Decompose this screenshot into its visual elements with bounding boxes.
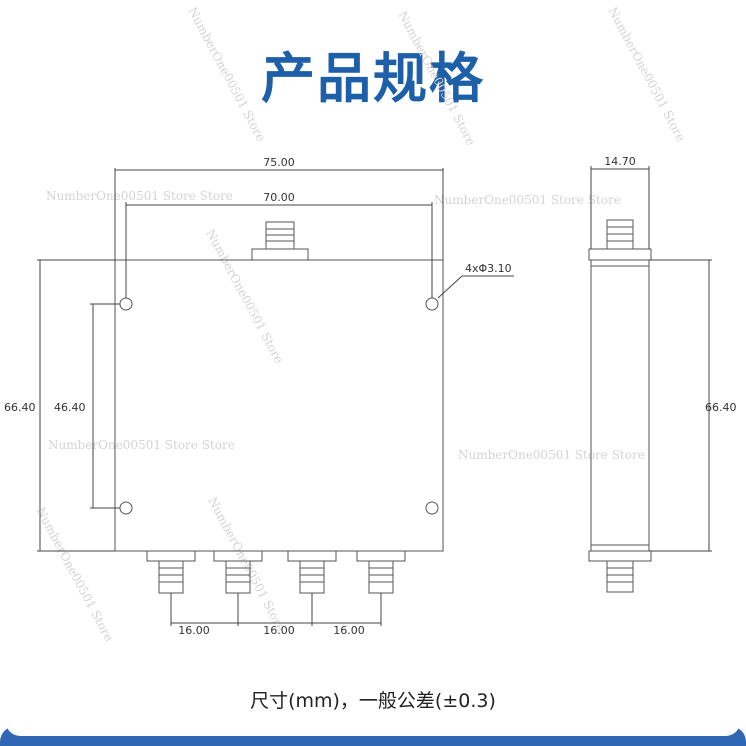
watermark-9: NumberOne00501 Store [33, 505, 116, 644]
dim-width-holes: 70.00 [263, 191, 295, 204]
bottom-connector-4 [356, 550, 406, 594]
front-body-outline [114, 259, 444, 552]
dim-height-overall-left: 66.40 [4, 401, 36, 414]
watermark-10: NumberOne00501 Store [205, 495, 288, 634]
front-view [114, 221, 444, 594]
front-dimensions [37, 168, 514, 626]
mounting-hole-top-left [119, 297, 133, 311]
side-body-outline [590, 259, 650, 552]
watermark-4: NumberOne00501 Store Store [458, 448, 645, 462]
side-top-flange [588, 248, 652, 261]
dim-height-holes: 46.40 [54, 401, 86, 414]
dimension-caption: 尺寸(mm)，一般公差(±0.3) [250, 690, 496, 712]
dim-port-pitch-3: 16.00 [333, 624, 365, 637]
dim-hole-spec: 4xΦ3.10 [465, 262, 512, 275]
mounting-hole-bottom-right [425, 501, 439, 515]
watermark-layer: NumberOne00501 Store Store NumberOne0050… [33, 5, 688, 644]
dim-port-pitch-2: 16.00 [263, 624, 295, 637]
top-connector-flange [251, 248, 309, 261]
side-dimensions [590, 166, 712, 552]
watermark-8: NumberOne00501 Store [203, 227, 286, 366]
side-bottom-connector [606, 560, 634, 593]
dim-height-overall-right: 66.40 [705, 401, 737, 414]
side-view [588, 219, 652, 593]
watermark-1: NumberOne00501 Store Store [46, 189, 233, 203]
page-title: 产品规格 [261, 47, 485, 110]
watermark-7: NumberOne00501 Store [605, 5, 688, 144]
mounting-hole-top-right [425, 297, 439, 311]
bottom-connector-1 [146, 550, 196, 594]
mounting-hole-bottom-left [119, 501, 133, 515]
side-bottom-flange [588, 550, 652, 562]
watermark-6: NumberOne00501 Store [395, 9, 478, 148]
bottom-accent-band-inner [6, 722, 740, 736]
watermark-2: NumberOne00501 Store Store [434, 193, 621, 207]
watermark-3: NumberOne00501 Store Store [48, 438, 235, 452]
watermark-5: NumberOne00501 Store [185, 5, 268, 144]
bottom-connector-3 [287, 550, 337, 594]
dim-width-overall: 75.00 [263, 156, 295, 169]
dim-port-pitch-1: 16.00 [178, 624, 210, 637]
dim-side-depth: 14.70 [604, 155, 636, 168]
